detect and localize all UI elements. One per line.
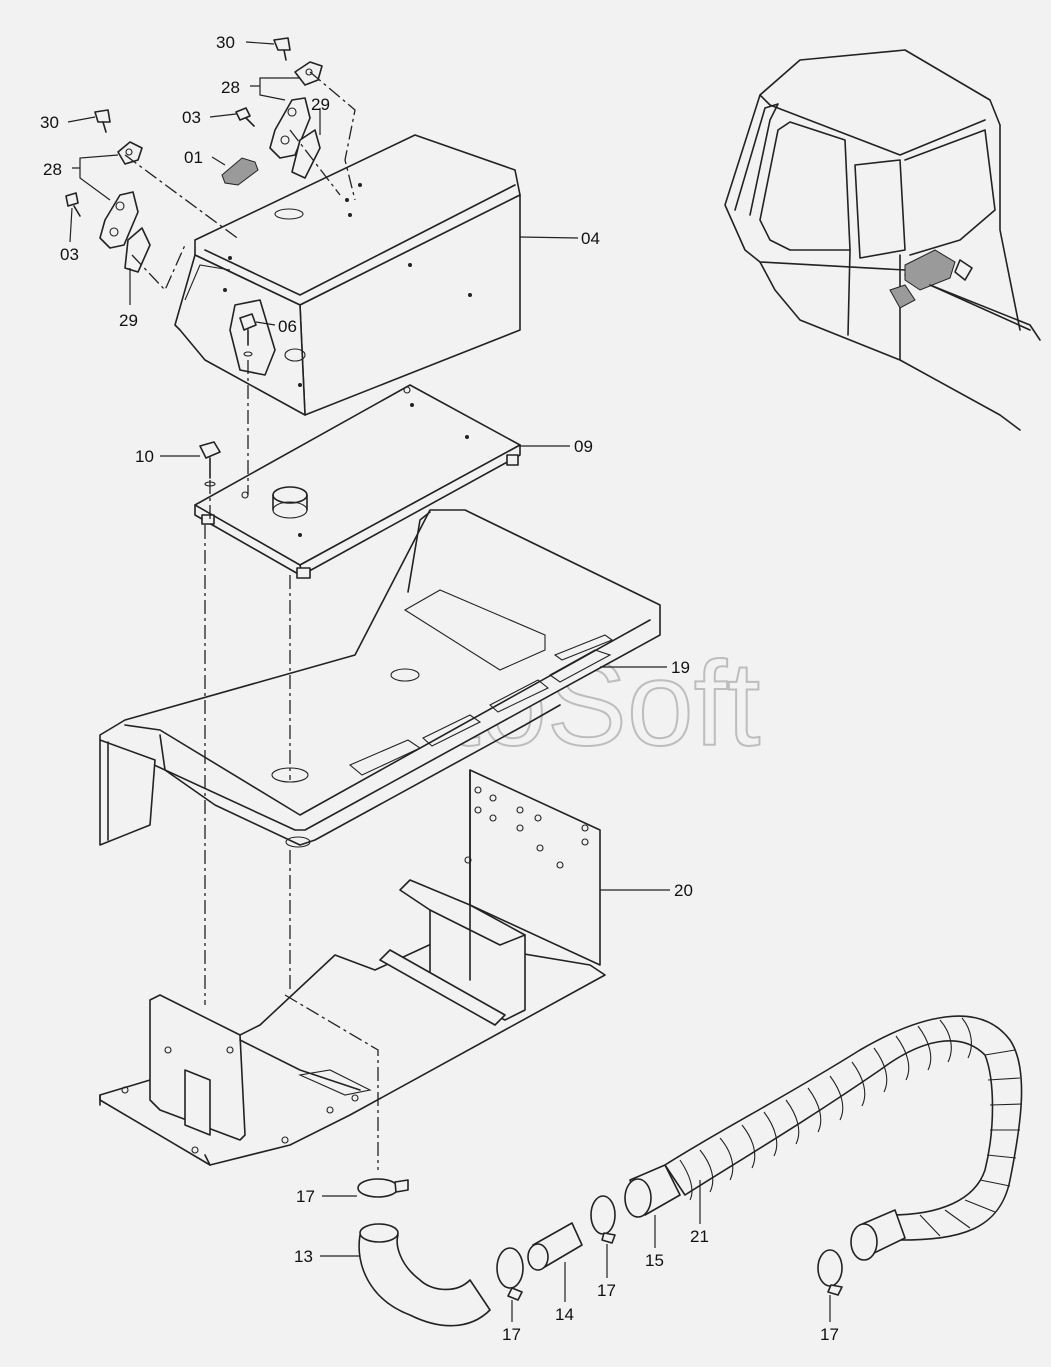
adapter-15 xyxy=(624,1164,681,1218)
hinge-set-lower xyxy=(65,109,151,273)
pipe-14 xyxy=(527,1222,583,1271)
cover-box-04 xyxy=(174,134,521,416)
label-17-top: 17 xyxy=(296,1187,315,1206)
gasket-01 xyxy=(221,157,259,186)
bellows-hose-21 xyxy=(664,1015,1023,1261)
label-30-upper: 30 xyxy=(216,33,235,52)
part-labels: 30 28 03 29 01 30 28 03 29 04 06 10 09 1… xyxy=(40,33,839,1344)
clamp-17-mid xyxy=(590,1195,616,1244)
leader-lines xyxy=(67,41,831,1322)
label-17-mid: 17 xyxy=(597,1281,616,1300)
label-01: 01 xyxy=(184,148,203,167)
elbow-hose-13 xyxy=(358,1223,491,1327)
label-03-upper: 03 xyxy=(182,108,201,127)
label-28-upper: 28 xyxy=(221,78,240,97)
label-15: 15 xyxy=(645,1251,664,1270)
console-tray-19 xyxy=(99,509,661,848)
label-10: 10 xyxy=(135,447,154,466)
label-21: 21 xyxy=(690,1227,709,1246)
label-09: 09 xyxy=(574,437,593,456)
label-30-lower: 30 xyxy=(40,113,59,132)
label-03-lower: 03 xyxy=(60,245,79,264)
label-20: 20 xyxy=(674,881,693,900)
cab-location-inset xyxy=(724,49,1041,431)
bolt-10 xyxy=(199,441,221,487)
label-19: 19 xyxy=(671,658,690,677)
hinge-set-upper xyxy=(235,37,323,179)
label-04: 04 xyxy=(581,229,600,248)
plate-09 xyxy=(194,384,521,579)
label-29-upper: 29 xyxy=(311,95,330,114)
assembly-center-lines xyxy=(124,71,379,1170)
label-14: 14 xyxy=(555,1305,574,1324)
clamp-17-left xyxy=(496,1247,524,1301)
label-17-right: 17 xyxy=(820,1325,839,1344)
clamp-17-right xyxy=(817,1249,843,1296)
label-29-lower: 29 xyxy=(119,311,138,330)
clamp-17-top xyxy=(357,1178,409,1198)
label-13: 13 xyxy=(294,1247,313,1266)
label-17-left: 17 xyxy=(502,1325,521,1344)
bolt-06 xyxy=(239,313,257,357)
support-frame-20 xyxy=(99,769,606,1166)
label-28-lower: 28 xyxy=(43,160,62,179)
label-06: 06 xyxy=(278,317,297,336)
